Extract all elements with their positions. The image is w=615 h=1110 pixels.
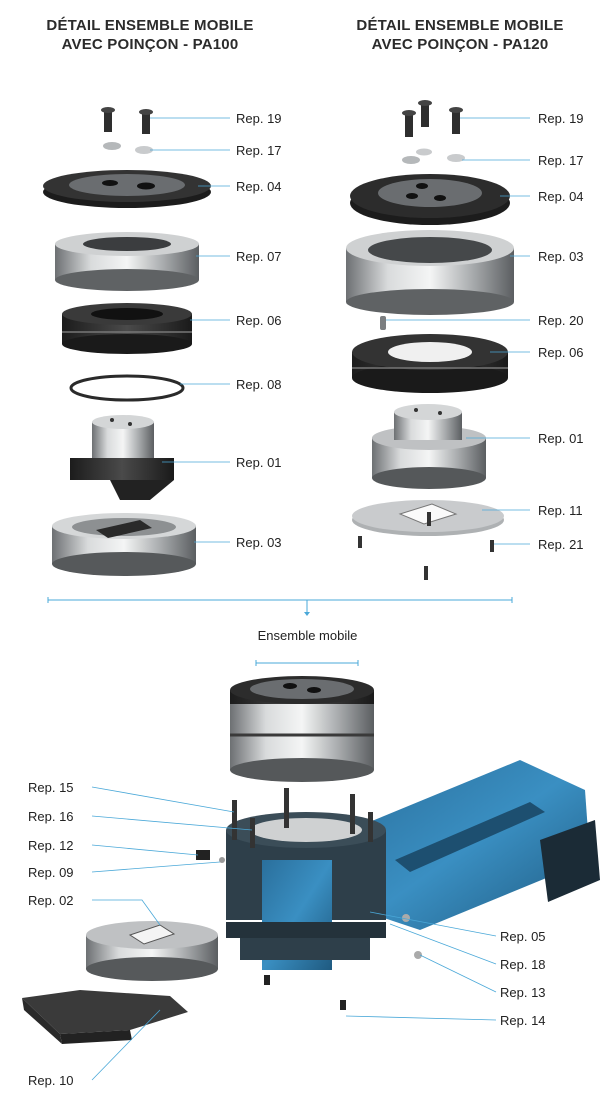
base-plate xyxy=(352,500,504,580)
punch-holder xyxy=(70,415,174,500)
label-pa120-rep04: Rep. 04 xyxy=(538,189,584,204)
snap-ring xyxy=(69,374,185,402)
label-pa100-rep07: Rep. 07 xyxy=(236,249,282,264)
plate-dark-pa120 xyxy=(350,174,510,225)
section-bracket xyxy=(47,597,513,666)
mobile-stack xyxy=(230,676,374,782)
die-ring xyxy=(52,513,196,576)
washer-pair xyxy=(103,142,153,154)
title-pa120: DÉTAIL ENSEMBLE MOBILE AVEC POINÇON - PA… xyxy=(330,16,590,54)
label-pa120-rep21: Rep. 21 xyxy=(538,537,584,552)
label-rep16: Rep. 16 xyxy=(28,809,74,824)
label-pa120-rep06: Rep. 06 xyxy=(538,345,584,360)
press-frame xyxy=(196,760,600,1010)
label-pa120-rep03: Rep. 03 xyxy=(538,249,584,264)
title-pa120-line2: AVEC POINÇON - PA120 xyxy=(371,36,549,53)
label-rep05: Rep. 05 xyxy=(500,929,546,944)
assembly-label: Ensemble mobile xyxy=(257,628,358,643)
washer-pair-pa120 xyxy=(402,148,465,164)
label-pa100-rep17: Rep. 17 xyxy=(236,143,282,158)
pa120-parts xyxy=(346,100,514,580)
steel-ring xyxy=(55,232,199,291)
title-pa100-line2: AVEC POINÇON - PA100 xyxy=(61,36,239,53)
label-rep10: Rep. 10 xyxy=(28,1073,74,1088)
assembly xyxy=(22,676,600,1044)
label-pa100-rep08: Rep. 08 xyxy=(236,377,282,392)
label-pa120-rep19: Rep. 19 xyxy=(538,111,584,126)
screw-triple xyxy=(402,100,463,137)
label-rep12: Rep. 12 xyxy=(28,838,74,853)
label-rep14: Rep. 14 xyxy=(500,1013,546,1028)
label-rep15: Rep. 15 xyxy=(28,780,74,795)
label-pa100-rep03: Rep. 03 xyxy=(236,535,282,550)
label-pa120-rep17: Rep. 17 xyxy=(538,153,584,168)
dark-ring-pa120 xyxy=(352,334,508,393)
title-pa100-line1: DÉTAIL ENSEMBLE MOBILE xyxy=(46,17,254,34)
punch-holder-pa120 xyxy=(372,404,486,489)
label-pa100-rep06: Rep. 06 xyxy=(236,313,282,328)
steel-ring-pa120 xyxy=(346,230,514,315)
label-pa120-rep11: Rep. 11 xyxy=(538,503,583,518)
title-pa120-line1: DÉTAIL ENSEMBLE MOBILE xyxy=(356,17,564,34)
plate-dark xyxy=(43,170,211,208)
screw-pair xyxy=(101,107,153,134)
label-rep02: Rep. 02 xyxy=(28,893,74,908)
label-pa100-rep01: Rep. 01 xyxy=(236,455,282,470)
label-pa100-rep19: Rep. 19 xyxy=(236,111,282,126)
label-rep09: Rep. 09 xyxy=(28,865,74,880)
label-pa120-rep20: Rep. 20 xyxy=(538,313,584,328)
label-rep18: Rep. 18 xyxy=(500,957,546,972)
label-pa100-rep04: Rep. 04 xyxy=(236,179,282,194)
label-pa120-rep01: Rep. 01 xyxy=(538,431,584,446)
title-pa100: DÉTAIL ENSEMBLE MOBILE AVEC POINÇON - PA… xyxy=(20,16,280,54)
die xyxy=(86,921,218,981)
leader-lines xyxy=(91,117,530,1081)
dark-ring xyxy=(62,303,192,354)
punch xyxy=(22,990,188,1044)
pin xyxy=(380,316,386,330)
label-rep13: Rep. 13 xyxy=(500,985,546,1000)
pa100-parts xyxy=(43,107,211,576)
